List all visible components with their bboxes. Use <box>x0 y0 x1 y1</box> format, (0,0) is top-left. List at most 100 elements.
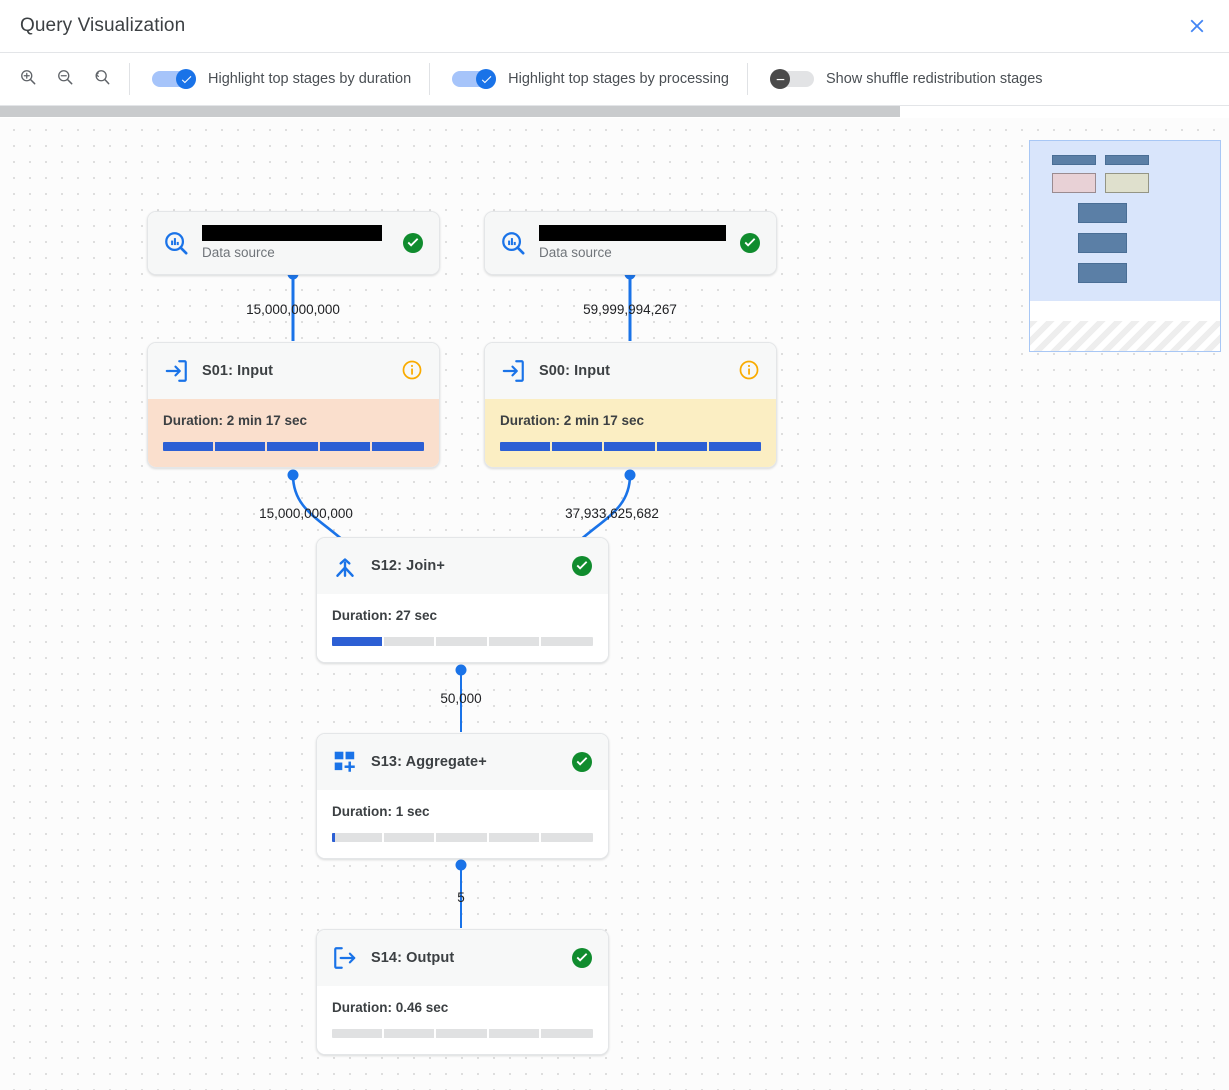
progress-segments <box>332 833 593 842</box>
status-success-icon <box>570 946 594 970</box>
toggle-highlight-duration-label: Highlight top stages by duration <box>208 71 412 87</box>
node-body: Duration: 27 sec <box>317 594 608 662</box>
node-body: Duration: 2 min 17 sec <box>148 399 439 467</box>
toggle-highlight-duration-switch[interactable] <box>152 69 196 89</box>
duration-label: Duration: 2 min 17 sec <box>500 413 645 428</box>
close-button[interactable] <box>1178 7 1216 45</box>
toggle-highlight-processing[interactable]: Highlight top stages by processing <box>430 53 747 105</box>
status-info-icon[interactable] <box>401 359 425 383</box>
duration-progress-bar <box>332 833 593 842</box>
node-stage-s01[interactable]: S01: Input Duration: 2 min 17 sec <box>147 342 440 468</box>
duration-progress-bar <box>163 442 424 451</box>
toggle-highlight-duration[interactable]: Highlight top stages by duration <box>130 53 429 105</box>
toggle-highlight-processing-label: Highlight top stages by processing <box>508 71 729 87</box>
datasource-subtitle: Data source <box>202 244 275 260</box>
edge-label: 59,999,994,267 <box>583 302 677 317</box>
switch-knob <box>476 69 497 89</box>
switch-knob <box>176 69 196 89</box>
datasource-name: Data source <box>202 224 401 262</box>
minimap-node <box>1078 263 1127 283</box>
node-stage-s00[interactable]: S00: Input Duration: 2 min 17 sec <box>484 342 777 468</box>
zoom-controls <box>0 66 129 92</box>
progress-fill <box>163 442 424 451</box>
join-merge-icon <box>331 552 359 580</box>
edge-label: 15,000,000,000 <box>259 506 353 521</box>
minimap-node <box>1052 155 1096 165</box>
toggle-show-shuffle-switch[interactable] <box>770 69 814 89</box>
minimap-node <box>1078 233 1127 253</box>
node-body: Duration: 2 min 17 sec <box>485 399 776 467</box>
progress-segments <box>500 442 761 451</box>
node-header: S12: Join+ <box>317 538 608 594</box>
close-icon <box>1186 15 1208 37</box>
toggle-show-shuffle-label: Show shuffle redistribution stages <box>826 71 1043 87</box>
node-title: S12: Join+ <box>371 558 445 574</box>
graph-minimap[interactable] <box>1029 140 1221 352</box>
zoom-in-icon <box>18 67 38 92</box>
node-header: S01: Input <box>148 343 439 399</box>
edge-label: 50,000 <box>440 691 482 706</box>
node-datasource-right[interactable]: Data source <box>484 211 777 275</box>
redacted-name-bar <box>539 224 726 241</box>
node-header: S00: Input <box>485 343 776 399</box>
edge-label: 37,933,625,682 <box>565 506 659 521</box>
progress-fill <box>500 442 761 451</box>
page-title: Query Visualization <box>20 15 186 36</box>
node-stage-s13[interactable]: S13: Aggregate+ Duration: 1 sec <box>316 733 609 859</box>
aggregate-icon <box>331 748 359 776</box>
node-title: S13: Aggregate+ <box>371 754 487 770</box>
toggle-show-shuffle[interactable]: Show shuffle redistribution stages <box>748 53 1061 105</box>
graph-canvas[interactable]: 15,000,000,000 59,999,994,267 15,000,000… <box>0 118 1229 1090</box>
horizontal-scrollbar-thumb[interactable] <box>0 106 900 117</box>
progress-segments <box>163 442 424 451</box>
toggle-highlight-processing-switch[interactable] <box>452 69 497 89</box>
duration-label: Duration: 27 sec <box>332 608 438 623</box>
edge-label: 5 <box>457 890 465 905</box>
node-stage-s12[interactable]: S12: Join+ Duration: 27 sec <box>316 537 609 663</box>
progress-segments <box>332 637 593 646</box>
duration-label: Duration: 2 min 17 sec <box>163 413 308 428</box>
node-header: S14: Output <box>317 930 608 986</box>
zoom-in-button[interactable] <box>15 66 41 92</box>
progress-fill <box>332 637 385 646</box>
dialog-header: Query Visualization <box>0 0 1229 52</box>
duration-progress-bar <box>332 637 593 646</box>
status-success-icon <box>570 750 594 774</box>
status-success-icon <box>570 554 594 578</box>
node-datasource-left[interactable]: Data source <box>147 211 440 275</box>
toolbar: Highlight top stages by duration Highlig… <box>0 52 1229 106</box>
duration-label: Duration: 1 sec <box>332 804 430 819</box>
switch-knob <box>770 69 790 89</box>
input-arrow-icon <box>162 357 190 385</box>
status-success-icon <box>401 231 425 255</box>
node-stage-s14[interactable]: S14: Output Duration: 0.46 sec <box>316 929 609 1055</box>
zoom-out-button[interactable] <box>52 66 78 92</box>
status-success-icon <box>738 231 762 255</box>
minimap-hatch-area <box>1030 321 1220 351</box>
node-body: Duration: 0.46 sec <box>317 986 608 1054</box>
node-title: S01: Input <box>202 363 274 379</box>
redacted-name-bar <box>202 224 382 241</box>
datasource-name: Data source <box>539 224 738 262</box>
duration-progress-bar <box>332 1029 593 1038</box>
node-header: Data source <box>485 212 776 274</box>
status-info-icon[interactable] <box>738 359 762 383</box>
input-arrow-icon <box>499 357 527 385</box>
datasource-subtitle: Data source <box>539 244 612 260</box>
minimap-node <box>1078 203 1127 223</box>
zoom-reset-icon <box>92 67 112 92</box>
node-header: Data source <box>148 212 439 274</box>
progress-fill <box>332 833 335 842</box>
toolbar-divider <box>129 63 130 95</box>
toolbar-divider <box>429 63 431 95</box>
horizontal-scrollbar[interactable] <box>0 106 1229 118</box>
zoom-reset-button[interactable] <box>89 66 115 92</box>
bigquery-datasource-icon <box>499 229 527 257</box>
minimap-node <box>1052 173 1096 193</box>
node-title: S00: Input <box>539 363 611 379</box>
duration-label: Duration: 0.46 sec <box>332 1000 449 1015</box>
bigquery-datasource-icon <box>162 229 190 257</box>
zoom-out-icon <box>55 67 75 92</box>
node-body: Duration: 1 sec <box>317 790 608 858</box>
node-header: S13: Aggregate+ <box>317 734 608 790</box>
